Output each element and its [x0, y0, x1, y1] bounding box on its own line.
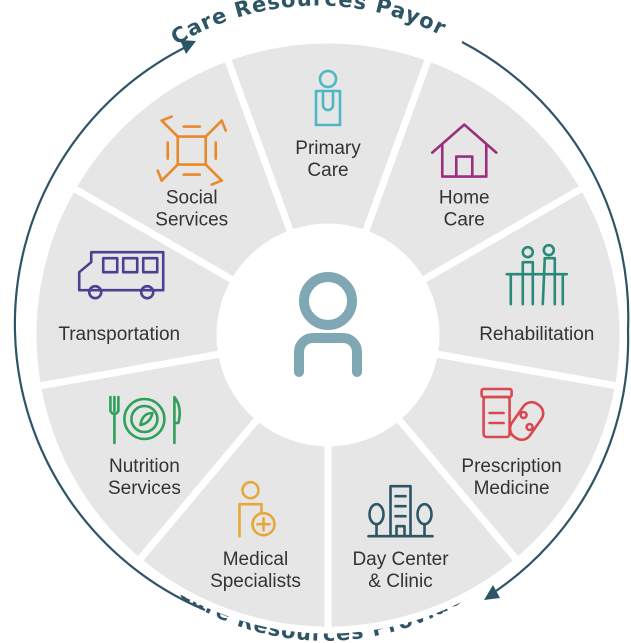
segment-label: Prescription — [461, 456, 561, 477]
segment-6 — [33, 350, 263, 565]
segment-label: Care — [444, 210, 485, 231]
segment-8 — [69, 54, 295, 285]
segment-label: Transportation — [58, 324, 180, 345]
rehabilitation-icon — [505, 243, 569, 306]
specialist-icon — [238, 480, 276, 538]
segment-label: Specialists — [210, 571, 301, 592]
segment-label: Social — [166, 188, 218, 209]
bottom-arrowhead — [484, 585, 500, 600]
bus-icon — [77, 250, 165, 300]
hands-icon — [156, 115, 228, 186]
top-arrowhead — [180, 40, 196, 54]
left-ring-arc — [13, 44, 206, 612]
segment-label: Primary — [295, 138, 361, 159]
plate-icon — [109, 395, 182, 445]
segment-label: Home — [439, 188, 490, 209]
segment-labels: PrimaryCareHomeCareRehabilitationPrescri… — [58, 138, 594, 592]
segment-label: Services — [108, 478, 181, 499]
segment-label: Medicine — [474, 478, 550, 499]
person-icon — [294, 272, 362, 377]
right-ring-arc — [461, 41, 630, 596]
segment-1 — [361, 54, 587, 285]
building-icon — [367, 484, 434, 538]
segment-label: Nutrition — [109, 456, 180, 477]
segment-label: & Clinic — [368, 571, 432, 592]
segment-label: Rehabilitation — [479, 324, 594, 345]
segment-5 — [134, 414, 332, 634]
medicine-icon — [480, 387, 545, 442]
segment-icons — [77, 69, 569, 538]
outer-ring — [13, 40, 630, 612]
doctor-icon — [314, 69, 342, 127]
segment-label: Day Center — [352, 549, 449, 570]
segment-7 — [29, 184, 238, 390]
segment-label: Medical — [223, 549, 288, 570]
house-icon — [430, 123, 498, 178]
segment-0 — [223, 36, 433, 238]
segment-label: Care — [307, 160, 348, 181]
segment-label: Services — [155, 210, 228, 231]
segments — [29, 36, 627, 634]
segment-3 — [393, 350, 623, 565]
